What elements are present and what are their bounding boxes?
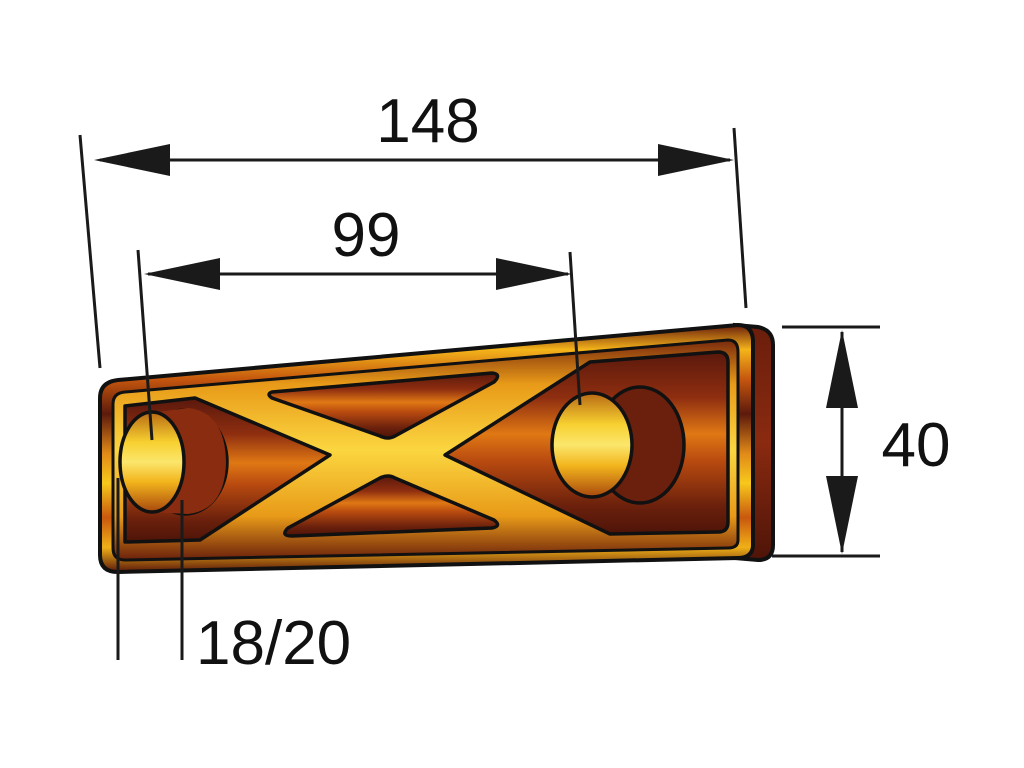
arrowhead-left	[144, 258, 220, 290]
dimension-hole-diameter: 18/20	[116, 478, 351, 678]
extension-line-right	[732, 127, 748, 309]
hole-spacing-label: 99	[332, 201, 401, 270]
arrowhead-bottom	[826, 476, 858, 554]
bottom-triangle-panel	[283, 474, 500, 538]
extension-line-right-hole	[568, 251, 582, 406]
right-mounting-hole	[550, 385, 686, 505]
hole-diameter-label: 18/20	[196, 609, 351, 678]
arrowhead-top	[826, 330, 858, 408]
top-triangle-panel	[267, 371, 500, 440]
reflector-body	[98, 322, 775, 575]
overall-length-label: 148	[376, 87, 479, 156]
dimension-height: 40	[772, 325, 951, 558]
extension-line-left	[78, 134, 102, 369]
arrowhead-right	[496, 258, 572, 290]
arrowhead-right	[658, 144, 734, 176]
dimension-overall-length: 148	[78, 87, 748, 369]
left-mounting-hole	[118, 408, 229, 516]
arrowhead-left	[94, 144, 170, 176]
height-label: 40	[882, 411, 951, 480]
extension-line-left-hole	[136, 249, 154, 441]
dimension-hole-spacing: 99	[136, 201, 582, 441]
